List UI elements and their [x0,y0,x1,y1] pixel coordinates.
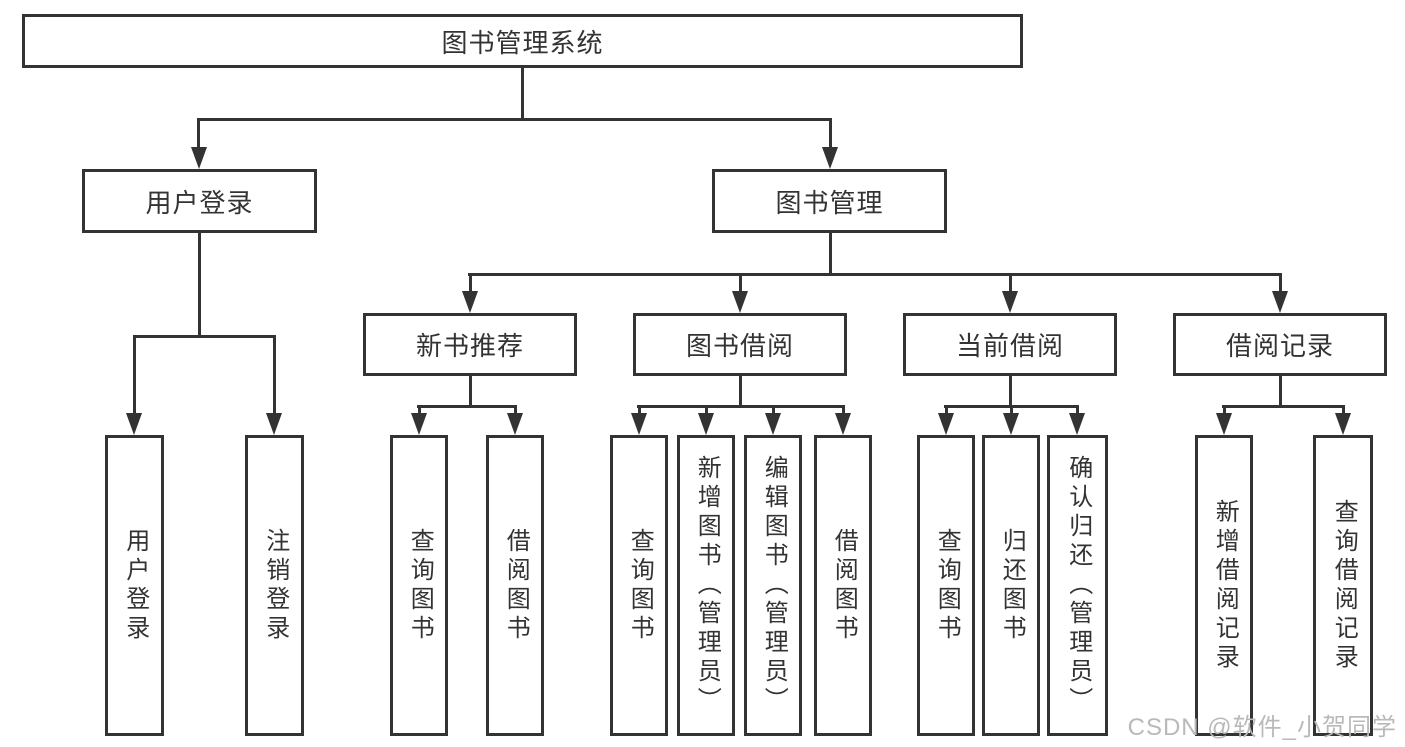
connector-book-down [829,233,832,275]
arrow-down-icon [126,413,142,435]
arrow-down-icon [1069,413,1085,435]
arrow-down-icon [266,413,282,435]
node-user-login: 用户登录 [82,169,317,233]
connector-book-mgmt-stem [829,121,832,151]
arrow-down-icon [698,413,714,435]
connector-leaf-stem [514,405,517,415]
arrow-down-icon [1335,413,1351,435]
connector-leaf-stem [945,405,948,415]
leaf-query-borrow-record: 查询借阅记录 [1313,435,1373,736]
leaf-return-books: 归还图书 [982,435,1040,736]
leaf-add-borrow-record: 新增借阅记录 [1195,435,1253,736]
arrow-down-icon [835,413,851,435]
node-new-book-recommend: 新书推荐 [363,313,577,376]
leaf-borrow-books: 借阅图书 [814,435,872,736]
connector-user-leaf2-stem [273,338,276,415]
connector-records-rail [1222,405,1345,408]
node-borrow-records: 借阅记录 [1173,313,1387,376]
arrow-down-icon [765,413,781,435]
arrow-down-icon [631,413,647,435]
leaf-confirm-return-admin: 确认归还（管理员） [1047,435,1108,736]
leaf-user-login: 用户登录 [105,435,164,736]
connector-leaf-stem [1223,405,1226,415]
connector-level2-rail [197,118,832,121]
node-library-management-system: 图书管理系统 [22,14,1023,68]
leaf-add-books-admin: 新增图书（管理员） [677,435,735,736]
arrow-down-icon [411,413,427,435]
leaf-borrow-books-recommend: 借阅图书 [486,435,544,736]
arrow-down-icon [1216,413,1232,435]
connector-leaf-stem [1076,405,1079,415]
connector-l3-stem [1009,276,1012,293]
arrow-down-icon [462,291,478,313]
connector-borrow-down [739,376,742,407]
connector-l3-stem [1279,276,1282,293]
arrow-down-icon [732,291,748,313]
connector-newbook-down [469,376,472,407]
connector-level3-rail [468,273,1282,276]
arrow-down-icon [1002,291,1018,313]
arrow-down-icon [191,147,207,169]
leaf-logout: 注销登录 [245,435,304,736]
arrow-down-icon [507,413,523,435]
connector-leaf-stem [705,405,708,415]
connector-l3-stem [469,276,472,293]
leaf-query-books-current: 查询图书 [917,435,975,736]
node-book-borrow: 图书借阅 [633,313,847,376]
arrow-down-icon [822,147,838,169]
connector-newbook-rail [417,405,517,408]
connector-leaf-stem [1342,405,1345,415]
leaf-query-books-recommend: 查询图书 [390,435,448,736]
leaf-edit-books-admin: 编辑图书（管理员） [744,435,802,736]
node-current-borrow: 当前借阅 [903,313,1117,376]
arrow-down-icon [938,413,954,435]
connector-leaf-stem [418,405,421,415]
connector-leaf-stem [842,405,845,415]
connector-current-down [1009,376,1012,407]
leaf-query-books-borrow: 查询图书 [610,435,668,736]
connector-borrow-rail [637,405,845,408]
connector-user-down [198,233,201,337]
connector-user-rail [133,335,276,338]
csdn-watermark: CSDN @软件_小贺同学 [1127,714,1397,741]
arrow-down-icon [1272,291,1288,313]
connector-l3-stem [739,276,742,293]
connector-leaf-stem [1010,405,1013,415]
connector-leaf-stem [638,405,641,415]
arrow-down-icon [1003,413,1019,435]
connector-records-down [1279,376,1282,407]
connector-user-leaf1-stem [133,338,136,415]
connector-user-login-stem [197,121,200,151]
connector-root-stem [521,68,524,121]
connector-leaf-stem [772,405,775,415]
node-book-management: 图书管理 [712,169,947,233]
